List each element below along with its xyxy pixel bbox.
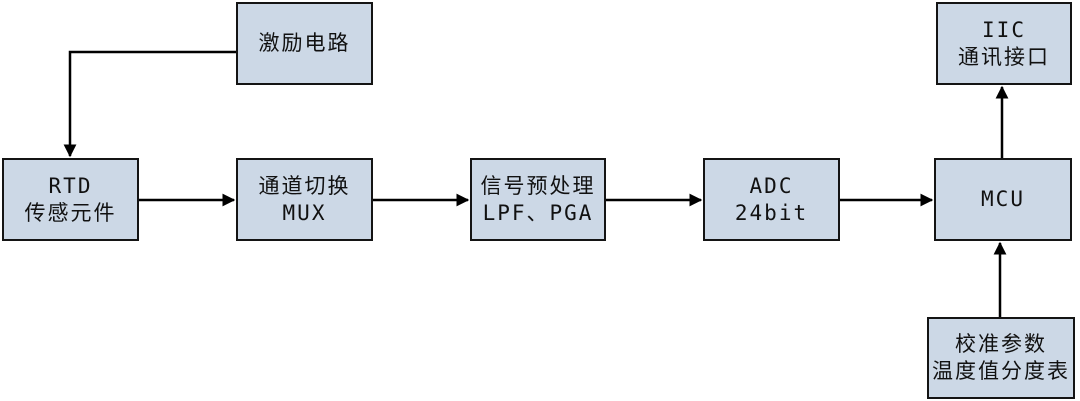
block-adc-24bit: ADC 24bit bbox=[703, 158, 840, 241]
block-label: MCU bbox=[981, 187, 1025, 211]
block-label: 24bit bbox=[734, 200, 809, 225]
block-label: RTD bbox=[48, 173, 93, 198]
block-label: IIC bbox=[982, 17, 1026, 42]
block-rtd-sensor: RTD 传感元件 bbox=[2, 158, 139, 241]
block-label: 通讯接口 bbox=[958, 44, 1050, 69]
block-mcu: MCU bbox=[934, 158, 1072, 241]
arrow-excitation-to-rtd bbox=[63, 50, 236, 158]
block-signal-preprocess: 信号预处理 LPF、PGA bbox=[470, 158, 606, 241]
block-calibration-table: 校准参数 温度值分度表 bbox=[927, 317, 1075, 399]
block-excitation-circuit: 激励电路 bbox=[236, 2, 373, 85]
block-label: 校准参数 bbox=[955, 332, 1047, 356]
block-iic-interface: IIC 通讯接口 bbox=[936, 2, 1072, 85]
block-label: LPF、PGA bbox=[482, 200, 594, 225]
block-label: 温度值分度表 bbox=[932, 359, 1070, 383]
block-label: 激励电路 bbox=[258, 31, 351, 55]
block-label: 传感元件 bbox=[24, 200, 117, 225]
block-label: 通道切换 bbox=[258, 173, 351, 198]
block-label: MUX bbox=[282, 200, 327, 225]
block-label: ADC bbox=[749, 173, 794, 198]
block-label: 信号预处理 bbox=[480, 173, 596, 198]
block-channel-mux: 通道切换 MUX bbox=[236, 158, 373, 241]
